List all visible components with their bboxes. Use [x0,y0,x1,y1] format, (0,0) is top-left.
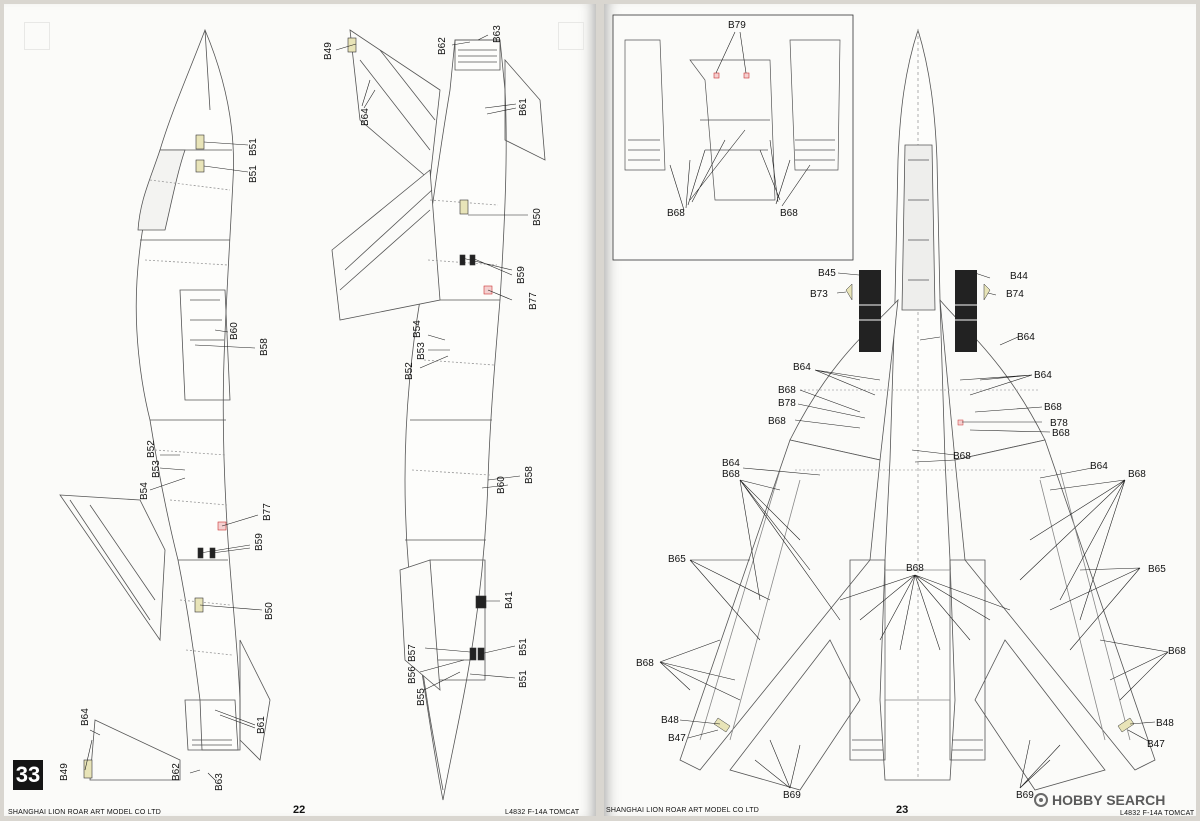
callout-labels-inset: B79 B68 B68 [667,20,798,219]
callout-label: B50 [532,208,543,226]
callout-label: B62 [437,37,448,55]
callout-label: B68 [667,208,685,219]
callout-label: B52 [146,440,157,458]
watermark-text: HOBBY SEARCH [1052,792,1166,808]
callout-labels-side2: B49 B62 B63 B61 B64 B50 B59 B77 B54 B53 … [323,25,543,706]
callout-label: B68 [780,208,798,219]
callout-label: B51 [518,670,529,688]
callout-label: B68 [1128,469,1146,480]
callout-label: B51 [248,165,259,183]
callout-label: B68 [778,385,796,396]
leader-lines [84,31,1169,789]
footer-company-left: SHANGHAI LION ROAR ART MODEL CO LTD [8,809,161,816]
footer-company-right: SHANGHAI LION ROAR ART MODEL CO LTD [606,807,759,814]
inset-box [612,14,854,261]
callout-label: B58 [524,466,535,484]
callout-labels-top: B45 B44 B73 B74 B64 B64 B64 B68 B78 B68 … [636,268,1186,801]
callout-label: B69 [783,790,801,801]
callout-label: B56 [407,666,418,684]
callout-label: B53 [416,342,427,360]
callout-label: B45 [818,268,836,279]
callout-label: B65 [668,554,686,565]
callout-label: B64 [1017,332,1035,343]
callout-label: B41 [504,591,515,609]
callout-label: B63 [214,773,225,791]
footer-product-left: L4832 F-14A TOMCAT [505,809,580,816]
callout-label: B50 [264,602,275,620]
callout-label: B57 [407,644,418,662]
callout-label: B53 [151,460,162,478]
callout-label: B68 [636,658,654,669]
callout-label: B68 [906,563,924,574]
watermark-logo-icon [1034,793,1048,807]
callout-label: B62 [171,763,182,781]
callout-label: B68 [768,416,786,427]
callout-label: B54 [139,482,150,500]
callout-label: B51 [248,138,259,156]
callout-label: B51 [518,638,529,656]
callout-label: B60 [496,476,507,494]
callout-label: B68 [953,451,971,462]
callout-label: B48 [661,715,679,726]
page-number-right: 23 [896,804,909,816]
page-number-left: 22 [293,804,306,816]
watermark: HOBBY SEARCH [1034,792,1165,808]
step-number-badge: 33 [13,760,43,790]
callout-label: B74 [1006,289,1024,300]
callout-label: B73 [810,289,828,300]
footer-product-right: L4832 F-14A TOMCAT [1120,810,1195,817]
callout-label: B47 [1147,739,1165,750]
callout-label: B77 [262,503,273,521]
side-view-1 [59,28,271,781]
callout-label: B61 [256,716,267,734]
callout-label: B58 [259,338,270,356]
callout-label: B54 [412,320,423,338]
callout-labels-side1: B51 B51 B60 B58 B52 B53 B54 B77 B59 B50 … [59,138,275,791]
callout-label: B78 [1050,418,1068,429]
callout-label: B64 [1090,461,1108,472]
callout-label: B68 [722,469,740,480]
callout-label: B79 [728,20,746,31]
callout-label: B64 [80,708,91,726]
side-view-2 [331,29,546,801]
callout-label: B60 [229,322,240,340]
callout-label: B49 [59,763,70,781]
top-decal-strips [713,270,1135,733]
callout-label: B55 [416,688,427,706]
callout-label: B64 [360,108,371,126]
callout-label: B68 [1168,646,1186,657]
callout-label: B63 [492,25,503,43]
callout-label: B44 [1010,271,1028,282]
callout-label: B59 [516,266,527,284]
page-corner-mark [558,22,584,50]
callout-label: B69 [1016,790,1034,801]
callout-label: B52 [404,362,415,380]
callout-label: B49 [323,42,334,60]
callout-label: B64 [793,362,811,373]
callout-label: B64 [722,458,740,469]
callout-label: B48 [1156,718,1174,729]
callout-label: B59 [254,533,265,551]
page-corner-mark [24,22,50,50]
callout-label: B65 [1148,564,1166,575]
callout-label: B68 [1044,402,1062,413]
callout-label: B47 [668,733,686,744]
callout-label: B61 [518,98,529,116]
callout-label: B77 [528,292,539,310]
callout-label: B68 [1052,428,1070,439]
callout-label: B78 [778,398,796,409]
callout-label: B64 [1034,370,1052,381]
